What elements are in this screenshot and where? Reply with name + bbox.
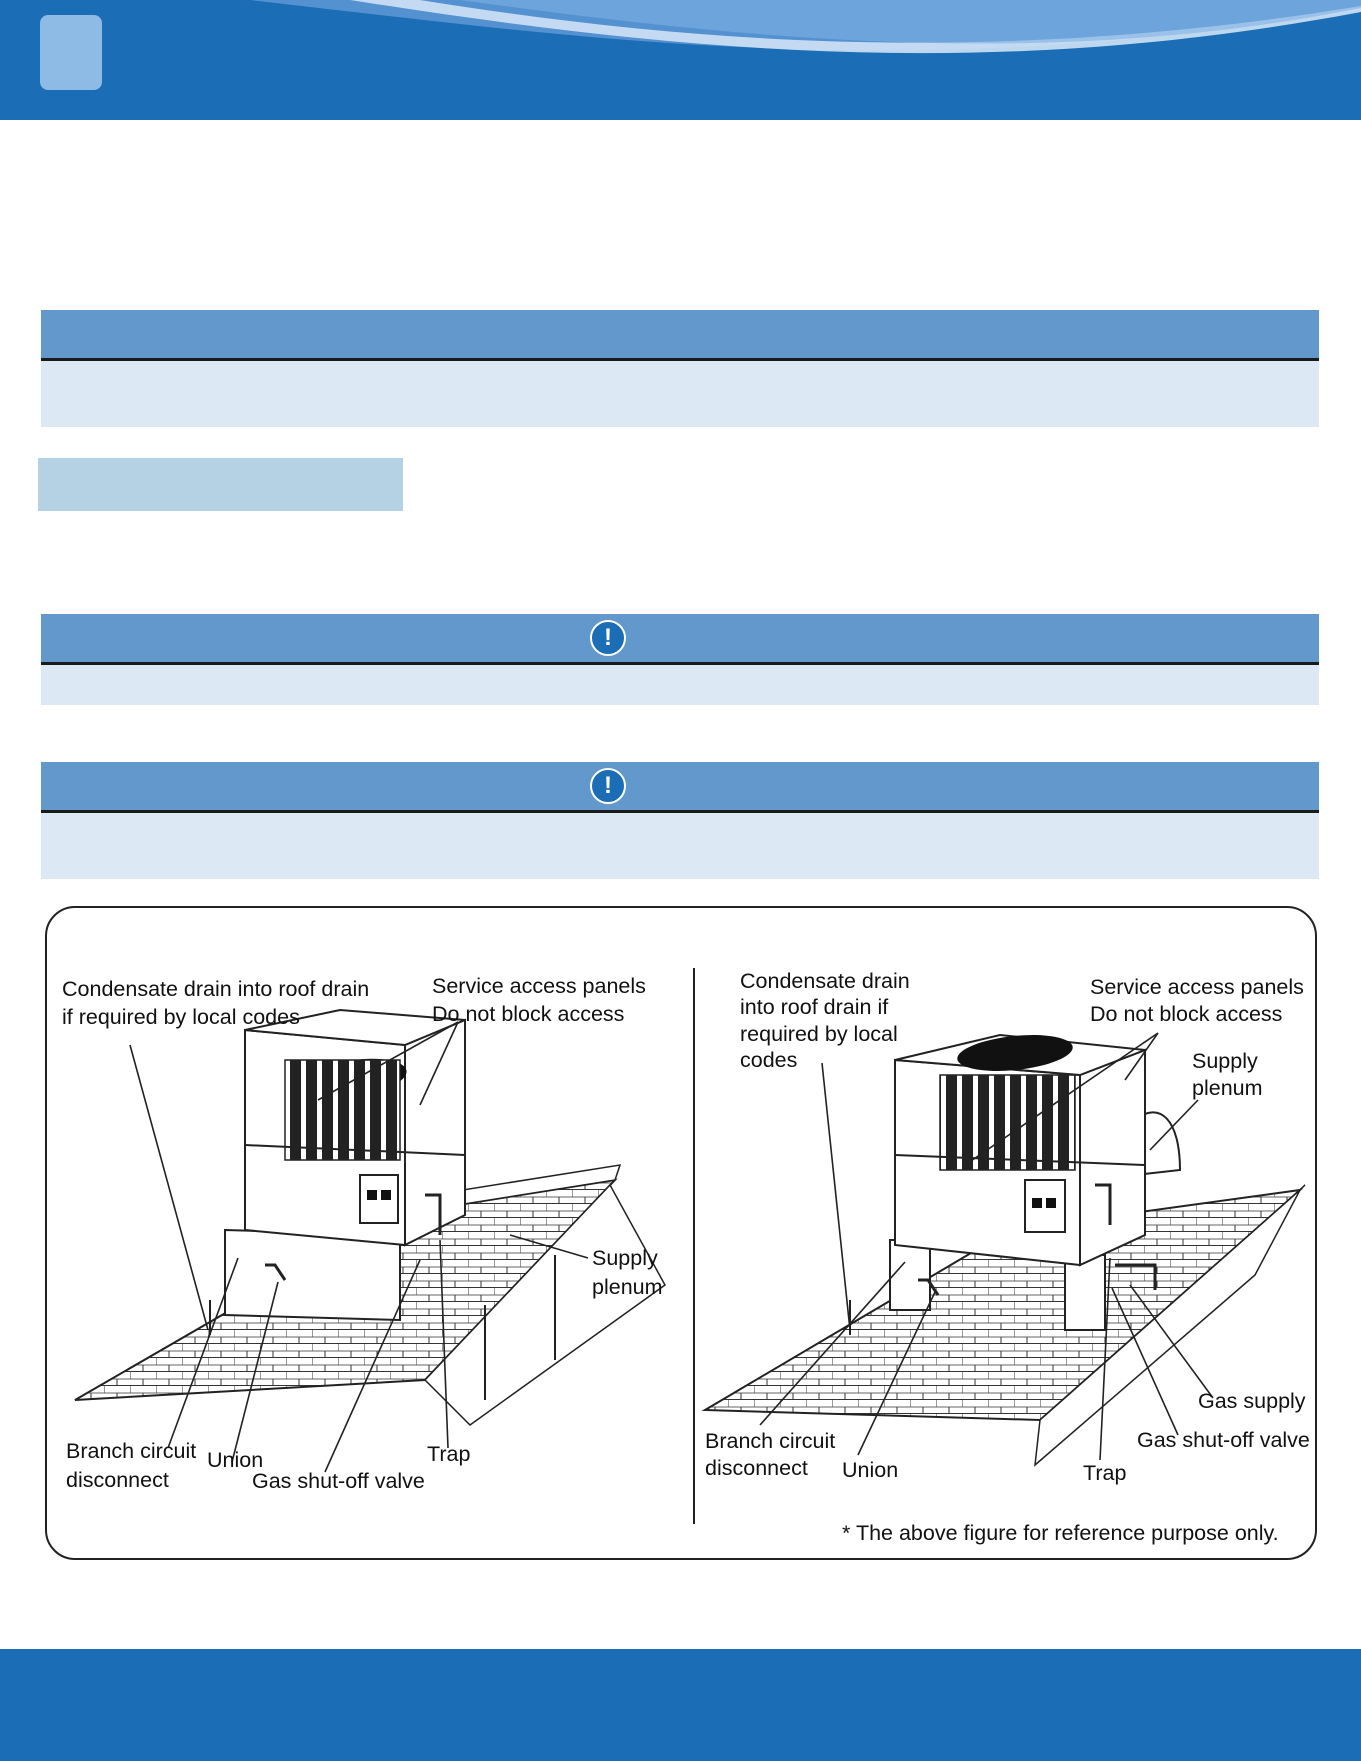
- left-unit-drawing: [74, 1008, 666, 1426]
- header-wave: [250, 0, 1361, 54]
- exclamation-icon: [590, 768, 626, 804]
- left-label-service-access: Do not block access: [432, 1002, 625, 1026]
- left-label-trap: Trap: [427, 1442, 471, 1466]
- right-leader-lines: [759, 1032, 1214, 1461]
- right-unit-drawing: [701, 1033, 1306, 1467]
- left-label-supply-plenum: plenum: [592, 1275, 663, 1299]
- note-body-1: [41, 361, 1319, 427]
- right-label-branch-circuit: disconnect: [705, 1456, 808, 1480]
- exclamation-icon: [590, 620, 626, 656]
- figure-footnote: * The above figure for reference purpose…: [842, 1521, 1279, 1545]
- right-label-union: Union: [842, 1458, 899, 1482]
- left-label-condensate: if required by local codes: [62, 1005, 300, 1029]
- left-label-service-access: Service access panels: [432, 974, 646, 998]
- note-header-1: [41, 310, 1319, 361]
- caution-body-2: [41, 813, 1319, 879]
- right-label-condensate: codes: [740, 1048, 798, 1072]
- chapter-number-box: [40, 15, 102, 90]
- caution-body-1: [41, 665, 1319, 705]
- right-label-supply-plenum: plenum: [1192, 1076, 1263, 1100]
- right-label-supply-plenum: Supply: [1192, 1049, 1258, 1073]
- left-leader-lines: [129, 1021, 589, 1473]
- right-label-gas-supply: Gas supply: [1198, 1389, 1306, 1413]
- right-label-condensate: into roof drain if: [740, 995, 889, 1019]
- right-label-trap: Trap: [1083, 1461, 1127, 1485]
- left-label-branch-circuit: disconnect: [66, 1468, 169, 1492]
- right-label-service-access: Service access panels: [1090, 975, 1304, 999]
- left-label-union: Union: [207, 1448, 264, 1472]
- right-label-service-access: Do not block access: [1090, 1002, 1283, 1026]
- subsection-tab: [38, 458, 403, 511]
- caution-header-1: [41, 614, 1319, 665]
- page-footer: [0, 1649, 1361, 1761]
- left-label-condensate: Condensate drain into roof drain: [62, 977, 370, 1001]
- right-label-condensate: required by local: [740, 1022, 898, 1046]
- figure-divider: [693, 968, 695, 1524]
- page-header: [0, 0, 1361, 120]
- left-label-gas-valve: Gas shut-off valve: [252, 1469, 425, 1493]
- right-label-branch-circuit: Branch circuit: [705, 1429, 836, 1453]
- right-label-gas-valve: Gas shut-off valve: [1137, 1428, 1310, 1452]
- caution-header-2: [41, 762, 1319, 813]
- left-label-supply-plenum: Supply: [592, 1246, 658, 1270]
- left-label-branch-circuit: Branch circuit: [66, 1439, 197, 1463]
- right-label-condensate: Condensate drain: [740, 969, 910, 993]
